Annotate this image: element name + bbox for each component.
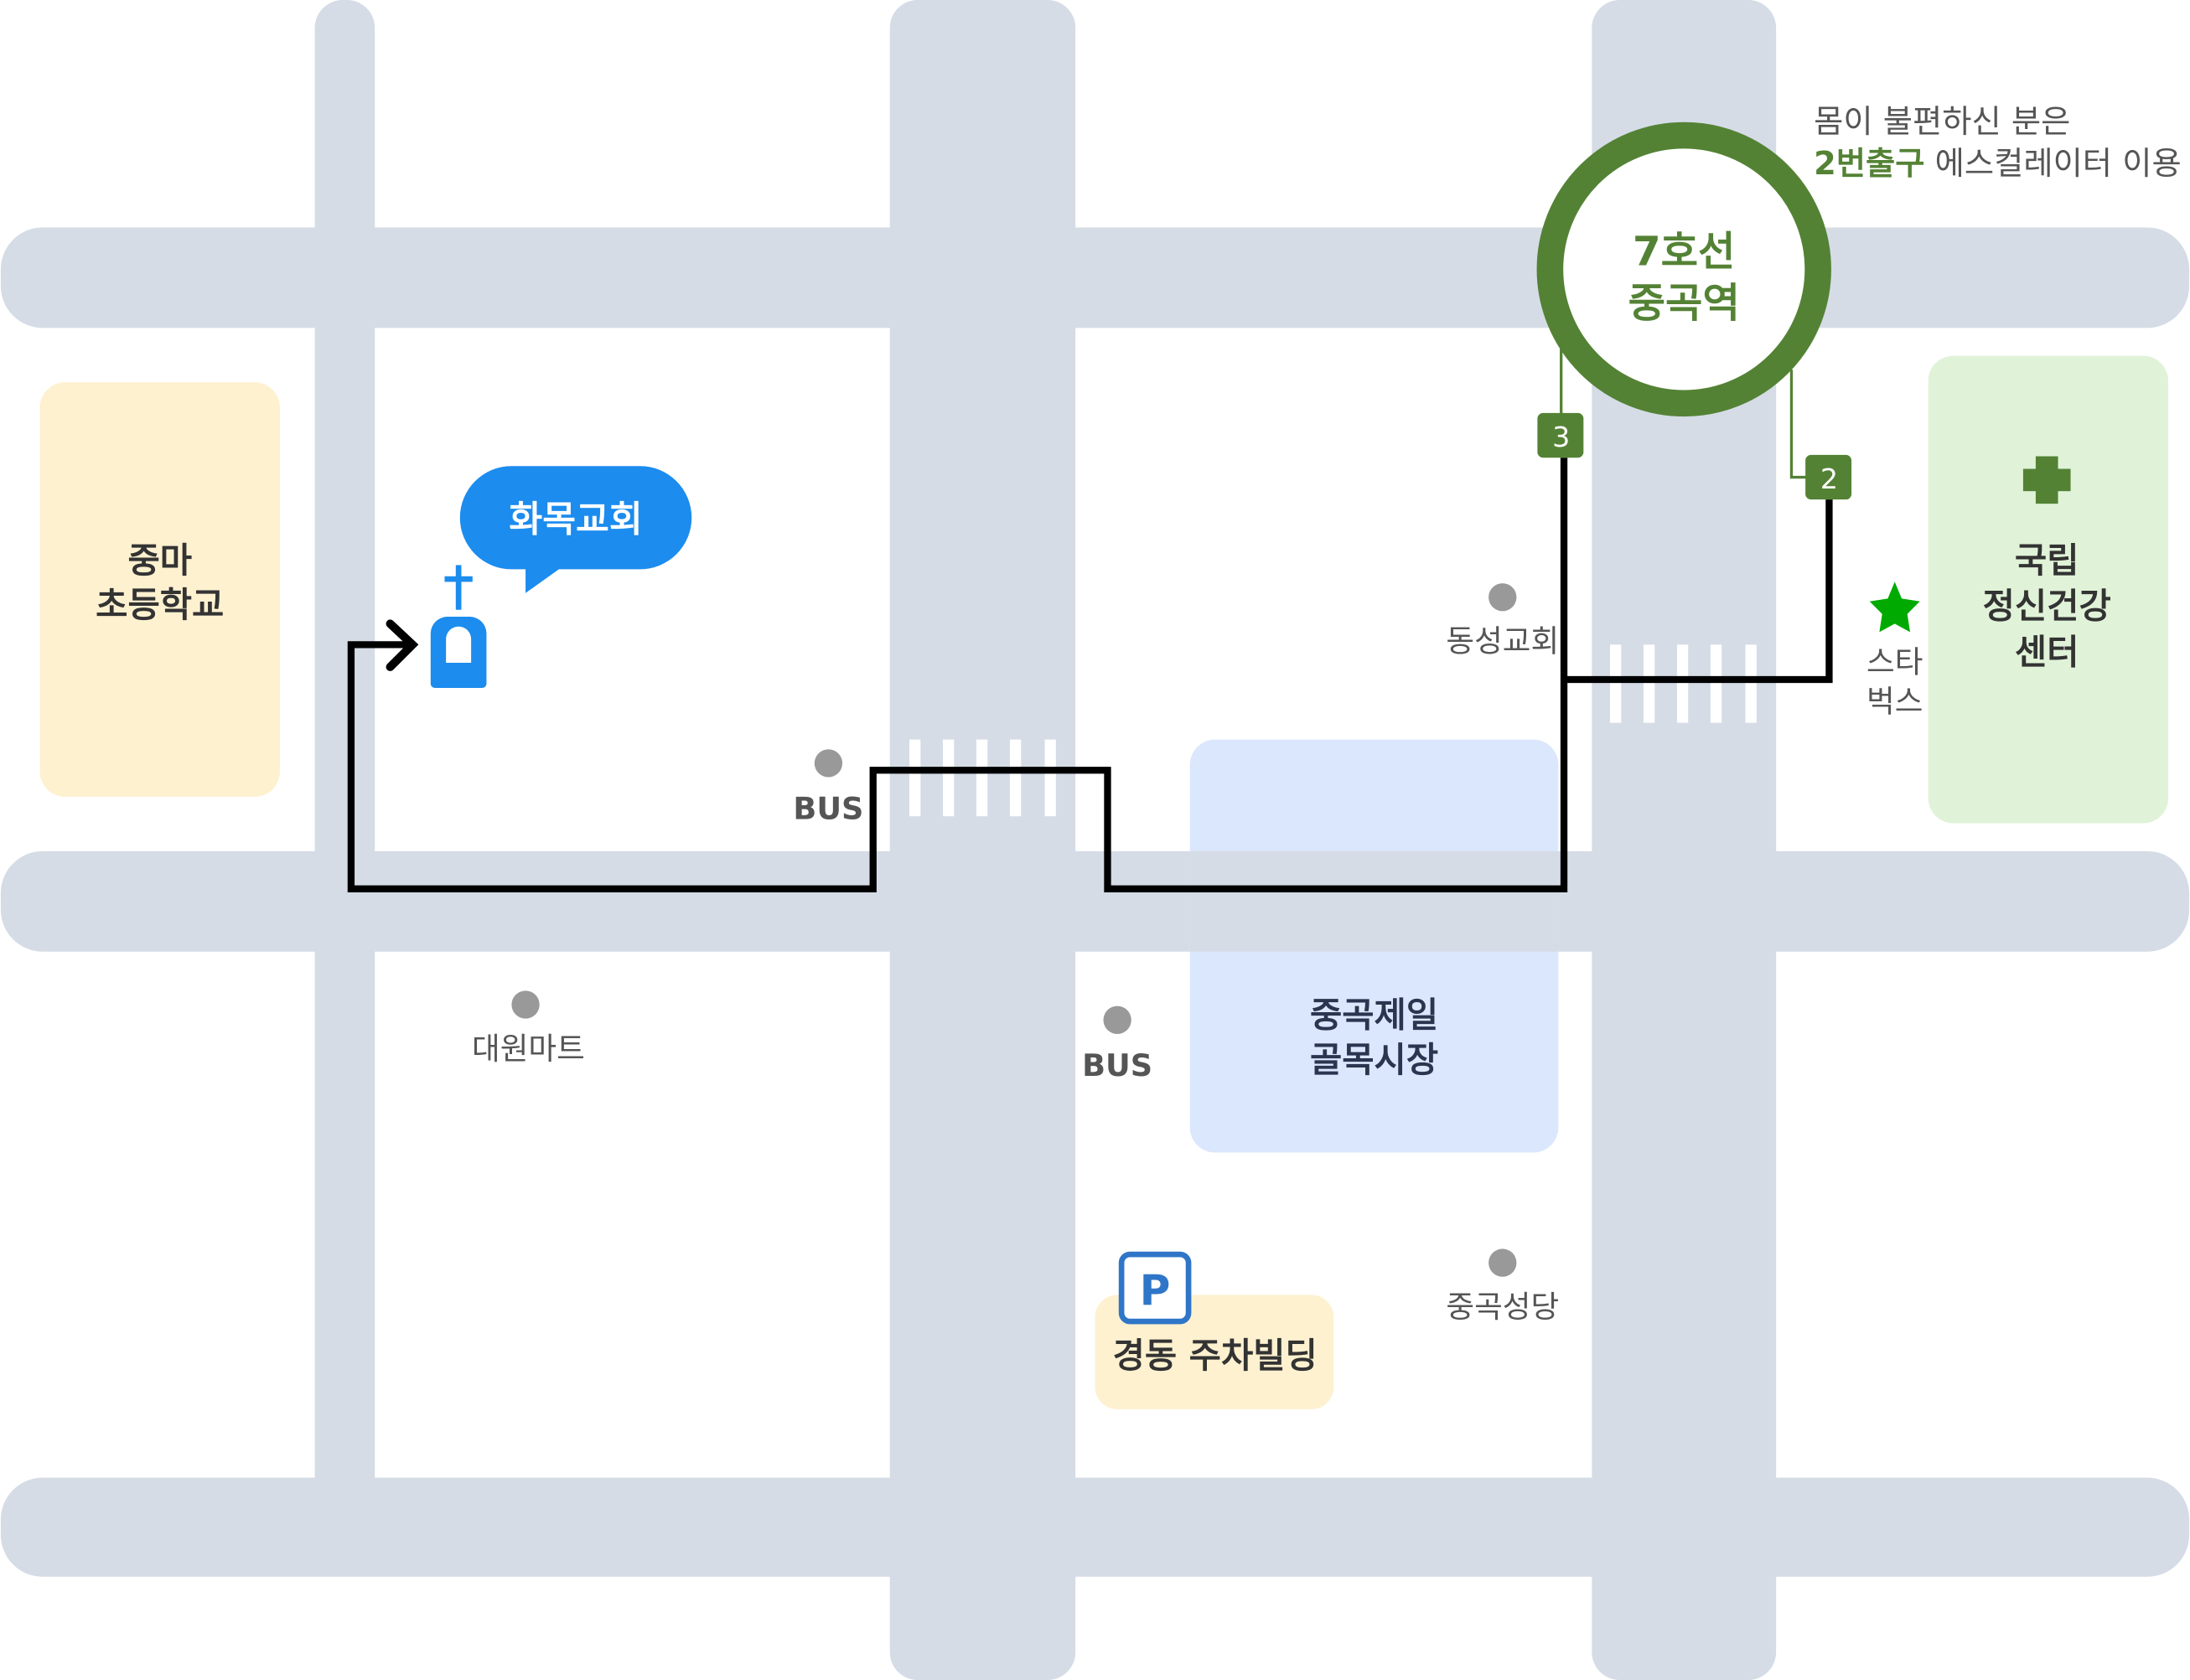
school-label-1: 중마 xyxy=(127,540,192,581)
notice-rest: 에스컬레이터 이용 xyxy=(1924,145,2181,183)
road-h1 xyxy=(0,227,2190,328)
market-label-2: 골목시장 xyxy=(1310,1039,1438,1080)
bus-stop-label: BUS xyxy=(1082,1047,1152,1083)
star-icon xyxy=(1869,582,1920,633)
svg-text:P: P xyxy=(1140,1266,1171,1315)
school-label-2: 초등학교 xyxy=(96,584,224,625)
exit-2-badge[interactable]: 2 xyxy=(1805,454,1852,500)
road-h3 xyxy=(0,1477,2190,1577)
road-v1 xyxy=(314,0,375,1522)
cross-icon xyxy=(2022,456,2071,504)
dongseong-church-label: 동성교회 xyxy=(1446,623,1559,659)
crosswalk xyxy=(909,739,1056,817)
seongdang-dot xyxy=(1488,1248,1517,1277)
exit-3-badge[interactable]: 3 xyxy=(1537,412,1584,458)
svg-text:3: 3 xyxy=(1552,421,1570,453)
daewon-mart-label: 대원마트 xyxy=(472,1031,585,1067)
notice-line-2: 2번출구 에스컬레이터 이용 xyxy=(1814,145,2182,183)
starbucks-label-2: 벅스 xyxy=(1866,683,1923,719)
arrow-icon xyxy=(386,619,419,672)
dongseong-church-dot xyxy=(1488,583,1517,612)
market-road-overlap xyxy=(1189,850,1559,952)
bus-stop-dot xyxy=(1103,1005,1131,1034)
school-block xyxy=(39,382,280,797)
road-v3 xyxy=(1592,0,1777,1680)
road-v2 xyxy=(889,0,1076,1680)
seongdang-label: 중곡성당 xyxy=(1446,1289,1559,1325)
health-label-1: 국립 xyxy=(2015,540,2079,581)
notice-highlight: 2번출구 xyxy=(1814,145,1924,183)
bus-stop-label: BUS xyxy=(793,791,863,827)
destination-bubble[interactable]: 화목교회 xyxy=(459,466,692,593)
health-label-3: 센터 xyxy=(2015,632,2079,673)
bus-stop-dot xyxy=(814,749,843,778)
station-circle[interactable] xyxy=(1536,121,1831,417)
notice-line-1: 몸이 불편하신 분은 xyxy=(1814,103,2070,141)
svg-text:화목교회: 화목교회 xyxy=(509,499,642,540)
health-center-block xyxy=(1928,355,2169,824)
exit2-connector xyxy=(1789,370,1809,479)
road-h2 xyxy=(0,850,2190,952)
parking-icon: P xyxy=(1118,1251,1192,1325)
station-line: 7호선 xyxy=(1633,228,1735,275)
crosswalk xyxy=(1609,644,1757,723)
church-icon[interactable] xyxy=(430,565,487,688)
route-path xyxy=(1564,499,1833,684)
health-label-2: 정신건강 xyxy=(1983,586,2111,627)
parking-label: 경동 주차빌딩 xyxy=(1113,1335,1318,1376)
daewon-mart-dot xyxy=(511,990,540,1019)
market-label-1: 중곡제일 xyxy=(1310,995,1438,1036)
route-path xyxy=(347,457,1568,892)
starbucks-label-1: 스타 xyxy=(1866,644,1923,680)
station-name: 중곡역 xyxy=(1628,280,1740,327)
svg-text:2: 2 xyxy=(1820,463,1838,495)
